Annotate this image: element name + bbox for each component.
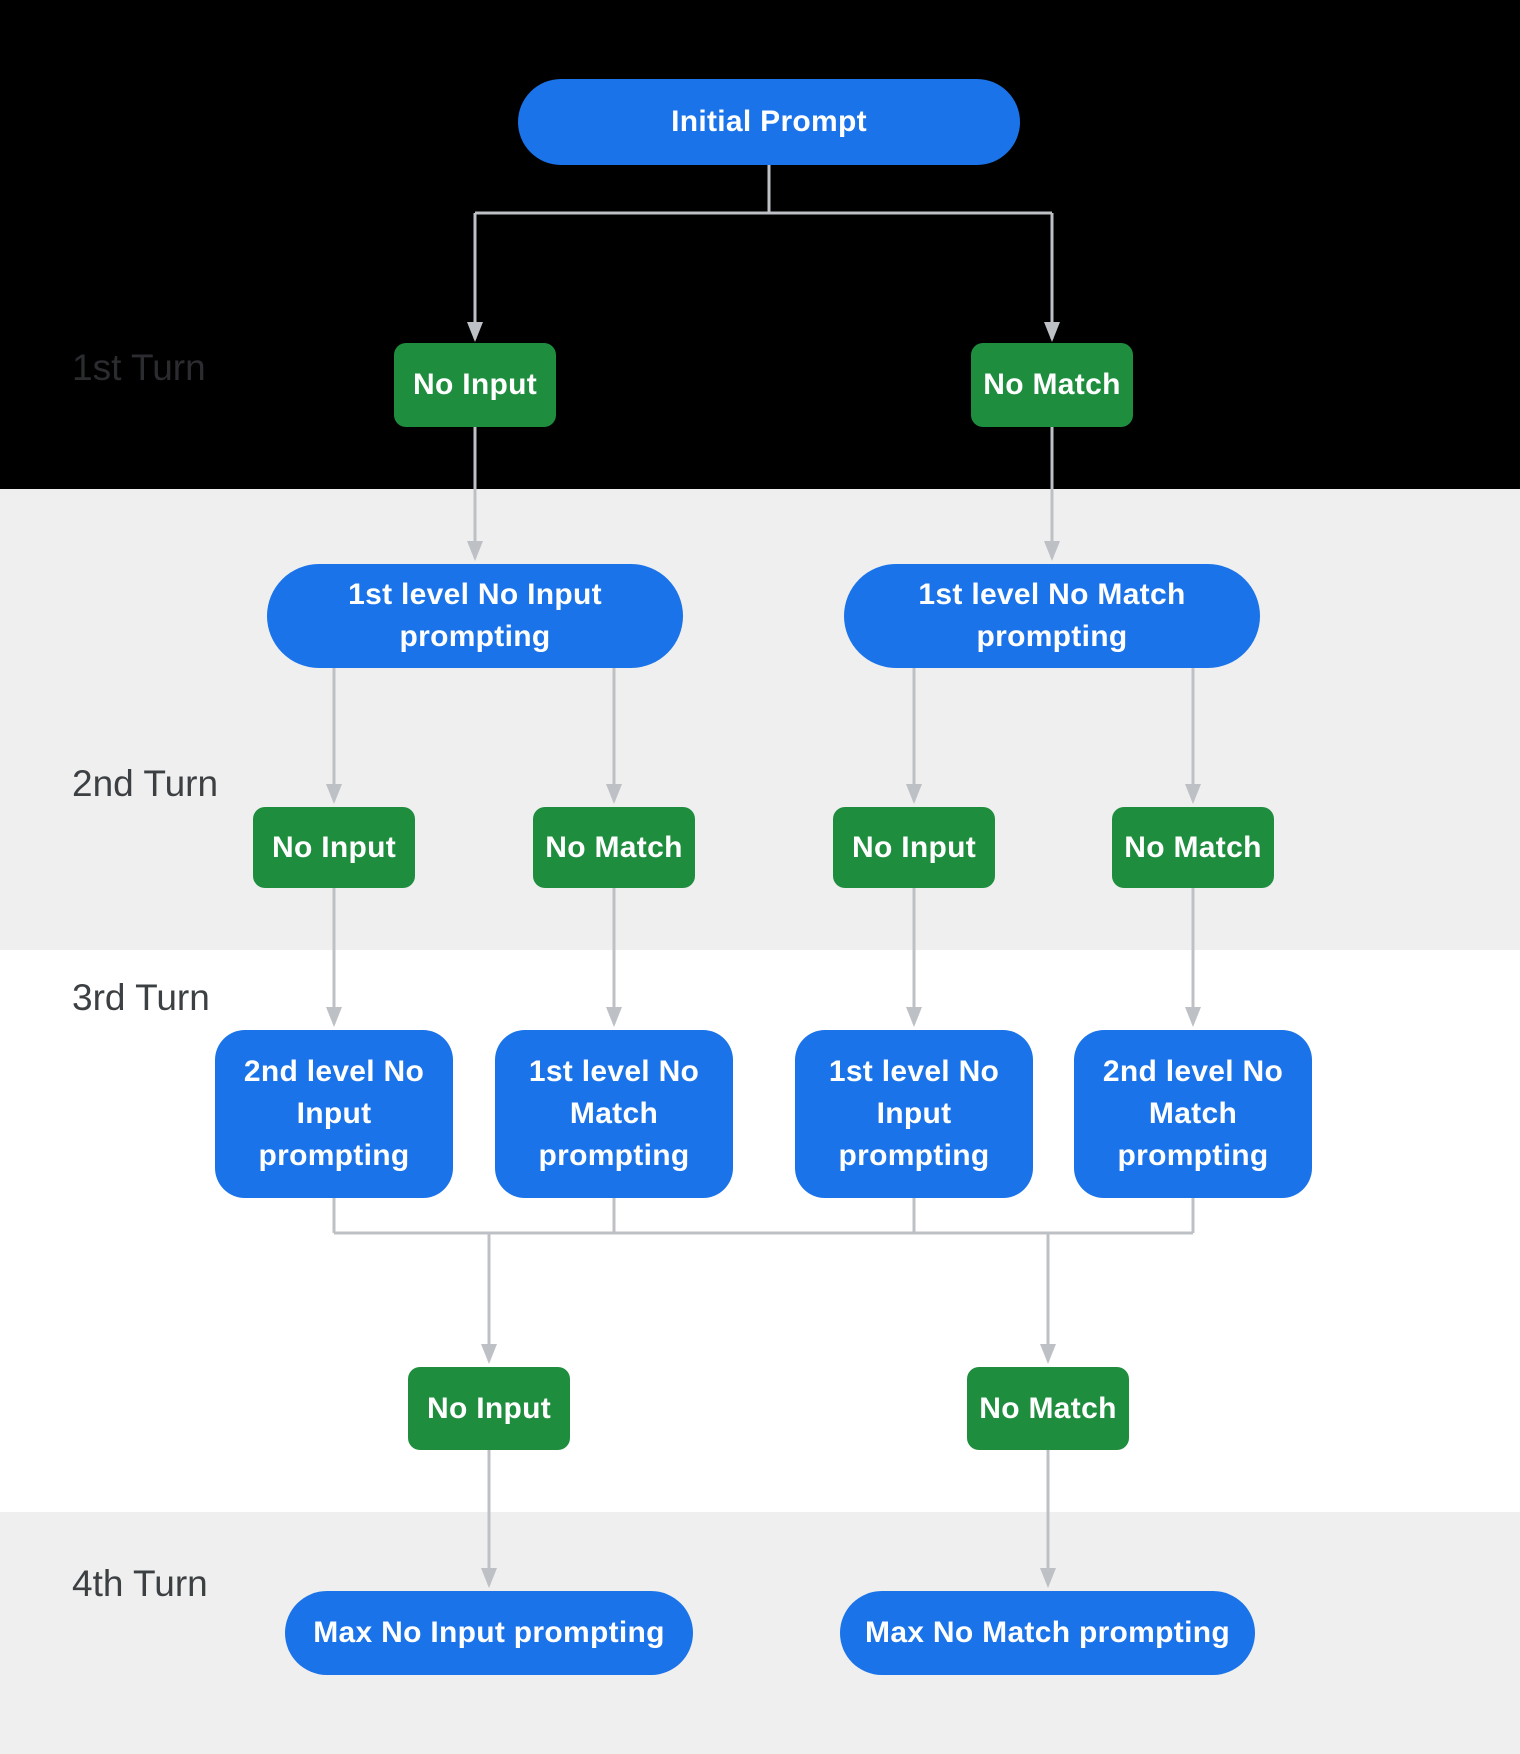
node-text-line: prompting — [1117, 1139, 1269, 1172]
turn2-no-match-node-a: No Match — [533, 807, 695, 888]
final-no-match-node: No Match — [967, 1367, 1129, 1450]
edges-turn2 — [326, 427, 1201, 804]
node-text-line: Input — [876, 1097, 952, 1130]
node-text-line: prompting — [538, 1139, 690, 1172]
turn2-no-match-node-b: No Match — [1112, 807, 1274, 888]
turn2-no-input-node-a: No Input — [253, 807, 415, 888]
node-text-line: prompting — [838, 1139, 990, 1172]
node-text-line: 2nd level No — [243, 1055, 425, 1088]
node-text-line: prompting — [976, 620, 1128, 653]
turn2-no-input-node-b: No Input — [833, 807, 995, 888]
node-text-line: prompting — [399, 620, 551, 653]
first-level-no-input-prompting-node-2: 1st level No Input prompting — [795, 1030, 1033, 1198]
final-no-input-node: No Input — [408, 1367, 570, 1450]
turn1-no-input-node: No Input — [394, 343, 556, 427]
first-level-no-match-prompting-node-2: 1st level No Match prompting — [495, 1030, 733, 1198]
section-4th-turn-background — [0, 1512, 1520, 1754]
first-level-no-match-prompting-node: 1st level No Match prompting — [844, 564, 1260, 668]
max-no-input-prompting-node: Max No Input prompting — [285, 1591, 693, 1675]
turn1-no-match-node: No Match — [971, 343, 1133, 427]
initial-prompt-node: Initial Prompt — [518, 79, 1020, 165]
node-text-line: 1st level No — [828, 1055, 1000, 1088]
node-text-line: Match — [1148, 1097, 1238, 1130]
node-text-line: prompting — [258, 1139, 410, 1172]
edges-turn1 — [467, 165, 1060, 342]
edges-turn4 — [481, 1450, 1056, 1588]
turn-label-1st: 1st Turn — [72, 347, 206, 388]
second-level-no-input-prompting-node: 2nd level No Input prompting — [215, 1030, 453, 1198]
node-text-line: 1st level No — [528, 1055, 700, 1088]
max-no-match-prompting-node: Max No Match prompting — [840, 1591, 1255, 1675]
turn-label-3rd: 3rd Turn — [72, 977, 210, 1018]
node-text-line: 2nd level No — [1102, 1055, 1284, 1088]
node-text-line: 1st level No Input — [348, 578, 602, 611]
turn-label-2nd: 2nd Turn — [72, 763, 219, 804]
node-text-line: Match — [569, 1097, 659, 1130]
second-level-no-match-prompting-node: 2nd level No Match prompting — [1074, 1030, 1312, 1198]
first-level-no-input-prompting-node: 1st level No Input prompting — [267, 564, 683, 668]
turn-label-4th: 4th Turn — [72, 1563, 208, 1604]
node-text-line: 1st level No Match — [918, 578, 1186, 611]
node-text-line: Input — [296, 1097, 372, 1130]
edges-turn3 — [326, 888, 1201, 1364]
